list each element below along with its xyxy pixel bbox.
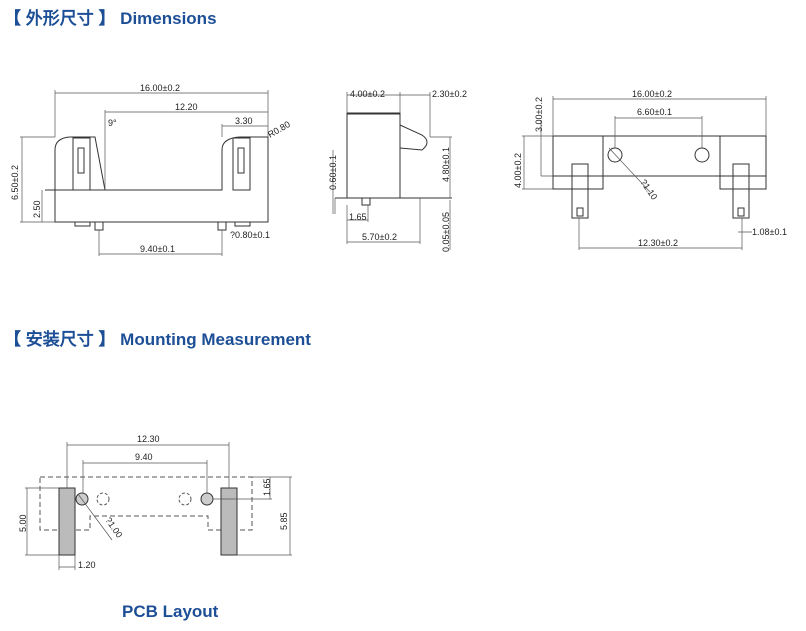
top-pin-pitch-label: 12.30±0.2: [638, 238, 678, 248]
top-h1-label: 3.00±0.2: [534, 97, 544, 132]
pcb-pad-width-label: 1.20: [78, 560, 96, 570]
pcb-pad-pitch-label: 12.30: [137, 434, 160, 444]
front-tab-label: 3.30: [235, 116, 253, 126]
side-depth-label: 4.00±0.2: [350, 89, 385, 99]
top-hole-diameter-label: ?1.10: [638, 177, 659, 201]
front-radius-label: R0.80: [266, 119, 292, 140]
front-base-label: 2.50: [32, 200, 42, 218]
pcb-pad-height-label: 5.00: [18, 514, 28, 532]
front-width-label: 16.00±0.2: [140, 83, 180, 93]
top-h2-label: 4.00±0.2: [513, 153, 523, 188]
side-flatness-label: 0.05±0.05: [441, 212, 451, 252]
front-pitch-label: 9.40±0.1: [140, 244, 175, 254]
side-total-label: 5.70±0.2: [362, 232, 397, 242]
front-height-label: 6.50±0.2: [10, 165, 20, 200]
front-view-drawing: 16.00±0.2 12.20 3.30 9° R0.80 6.50±0.2 2…: [10, 83, 292, 256]
side-clip-label: 2.30±0.2: [432, 89, 467, 99]
pcb-outline-height-label: 5.85: [279, 512, 289, 530]
mounting-heading: 【 安装尺寸 】 Mounting Measurement: [4, 330, 311, 349]
side-clip-height-label: 4.80±0.1: [441, 147, 451, 182]
pcb-hole-pitch-label: 9.40: [135, 452, 153, 462]
dimensions-heading: 【 外形尺寸 】 Dimensions: [4, 9, 217, 28]
front-angle-label: 9°: [108, 118, 117, 128]
pcb-hole-diameter-label: ?1.00: [103, 515, 124, 539]
side-pin-length-label: 0.60±0.1: [328, 155, 338, 190]
pcb-layout-drawing: 12.30 9.40 5.00 5.85 1.65 ?1.00 1.20: [18, 434, 292, 570]
top-holes-label: 6.60±0.1: [637, 107, 672, 117]
top-width-label: 16.00±0.2: [632, 89, 672, 99]
top-view-drawing: 16.00±0.2 6.60±0.1 3.00±0.2 4.00±0.2 ?1.…: [513, 89, 787, 250]
side-offset-label: 1.65: [349, 212, 367, 222]
front-pin-label: ?0.80±0.1: [230, 230, 270, 240]
front-inner-label: 12.20: [175, 102, 198, 112]
pcb-edge-label: 1.65: [262, 478, 272, 496]
side-view-drawing: 4.00±0.2 2.30±0.2 0.60±0.1 4.80±0.1 1.65…: [328, 89, 467, 252]
top-pin-width-label: 1.08±0.1: [752, 227, 787, 237]
pcb-layout-caption: PCB Layout: [122, 602, 219, 621]
